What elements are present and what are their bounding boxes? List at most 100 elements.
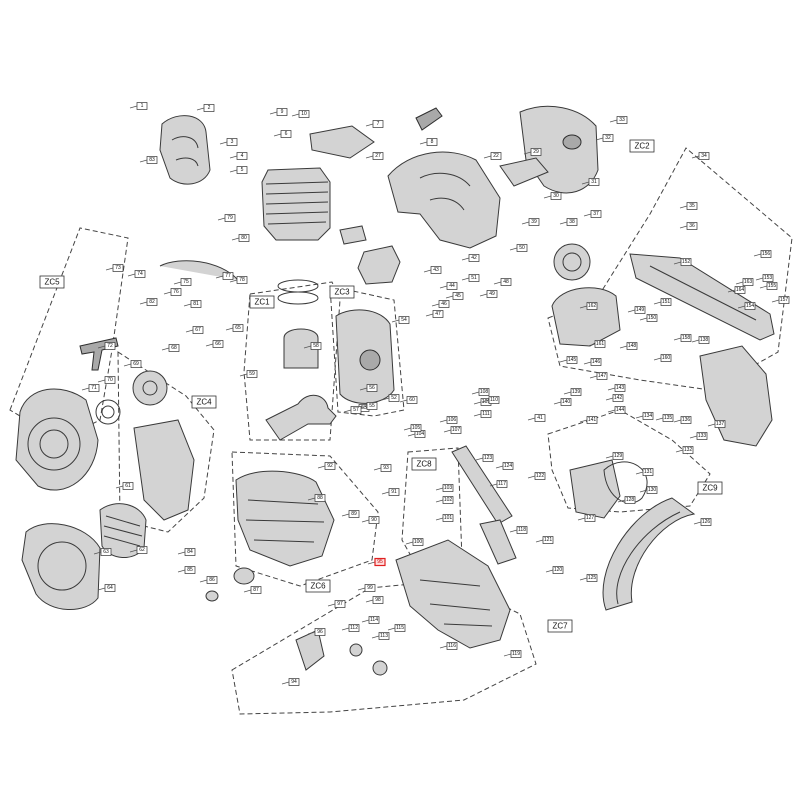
- callout-box: [698, 336, 710, 344]
- callout-leader: [607, 409, 616, 413]
- callout-leader: [129, 549, 138, 553]
- recoil-spring-inner: [101, 405, 115, 419]
- piston-ring-1: [277, 279, 319, 293]
- callout-59: 59: [239, 370, 258, 378]
- callout-number: 117: [498, 481, 506, 487]
- callout-leader: [521, 221, 530, 225]
- callout-leader: [407, 433, 416, 437]
- callout-leader: [693, 521, 702, 525]
- zone-label-zc4: ZC4: [191, 395, 217, 409]
- callout-138: 138: [691, 336, 710, 344]
- oil-pump-plate: [133, 419, 195, 521]
- callout-box: [288, 678, 300, 686]
- guide-bar-slot: [649, 265, 757, 321]
- callout-leader: [707, 423, 716, 427]
- callout-number: 82: [149, 299, 155, 305]
- callout-119: 119: [503, 650, 522, 658]
- fuel-tank-housing: [395, 539, 511, 649]
- callout-65: 65: [225, 324, 244, 332]
- callout-leader: [727, 289, 736, 293]
- callout-number: 69: [133, 361, 139, 367]
- callout-number: 32: [605, 135, 611, 141]
- callout-number: 73: [115, 265, 121, 271]
- callout-57: 57: [343, 406, 362, 414]
- zone-box: [39, 275, 65, 289]
- callout-box: [372, 152, 384, 160]
- callout-58: 58: [303, 342, 322, 350]
- callout-box: [680, 258, 692, 266]
- starter-grill: [27, 417, 81, 471]
- callout-leader: [177, 569, 186, 573]
- callout-number: 105: [412, 425, 421, 431]
- callout-box: [552, 566, 564, 574]
- callout-leader: [177, 551, 186, 555]
- callout-number: 58: [313, 343, 319, 349]
- callout-81: 81: [183, 300, 202, 308]
- callout-84: 84: [177, 548, 196, 556]
- callout-number: 110: [490, 397, 498, 403]
- callout-box: [442, 484, 454, 492]
- callout-143: 143: [607, 384, 626, 392]
- callout-leader: [627, 309, 636, 313]
- callout-leader: [425, 313, 434, 317]
- callout-leader: [97, 379, 106, 383]
- callout-leader: [583, 213, 592, 217]
- callout-leader: [489, 483, 498, 487]
- callout-box: [280, 130, 292, 138]
- callout-leader: [341, 627, 350, 631]
- callout-leader: [605, 397, 614, 401]
- callout-34: 34: [691, 152, 710, 160]
- callout-leader: [105, 267, 114, 271]
- callout-leader: [281, 681, 290, 685]
- callout-39: 39: [521, 218, 540, 226]
- callout-box: [744, 302, 756, 310]
- callout-leader: [291, 113, 300, 117]
- callout-box: [500, 278, 512, 286]
- callout-7: 7: [365, 120, 384, 128]
- front-handle-hoop: [602, 497, 696, 611]
- callout-box: [250, 586, 262, 594]
- callout-43: 43: [423, 266, 442, 274]
- callout-number: 49: [489, 291, 495, 297]
- callout-152: 152: [673, 258, 692, 266]
- callout-box: [372, 120, 384, 128]
- callout-72: 72: [97, 342, 116, 350]
- callout-box: [714, 420, 726, 428]
- callout-22: 22: [483, 152, 502, 160]
- callout-leader: [543, 195, 552, 199]
- callout-48: 48: [493, 278, 512, 286]
- callout-number: 4: [241, 153, 244, 159]
- zone-text: ZC3: [334, 288, 350, 297]
- callout-102: 102: [435, 496, 454, 504]
- air-filter: [499, 157, 549, 187]
- callout-number: 52: [391, 395, 397, 401]
- callout-leader: [431, 303, 440, 307]
- callout-leader: [553, 401, 562, 405]
- callout-number: 93: [383, 465, 389, 471]
- callout-44: 44: [439, 282, 458, 290]
- callout-box: [410, 424, 422, 432]
- callout-leader: [579, 577, 588, 581]
- callout-number: 30: [553, 193, 559, 199]
- callout-leader: [239, 373, 248, 377]
- callout-number: 144: [616, 407, 625, 413]
- callout-129: 129: [605, 452, 624, 460]
- callout-leader: [435, 499, 444, 503]
- callout-box: [450, 426, 462, 434]
- callout-leader: [755, 277, 764, 281]
- callout-leader: [403, 427, 412, 431]
- callout-leader: [461, 257, 470, 261]
- callout-110: 110: [481, 396, 500, 404]
- callout-leader: [229, 279, 238, 283]
- callout-box: [324, 462, 336, 470]
- callout-number: 53: [361, 405, 367, 411]
- callout-number: 61: [125, 483, 131, 489]
- callout-number: 88: [317, 495, 323, 501]
- callout-91: 91: [381, 488, 400, 496]
- callout-number: 136: [682, 417, 691, 423]
- starter-pulley: [132, 370, 168, 406]
- callout-leader: [619, 345, 628, 349]
- air-filter-cover-detail: [171, 136, 199, 167]
- callout-number: 100: [414, 539, 423, 545]
